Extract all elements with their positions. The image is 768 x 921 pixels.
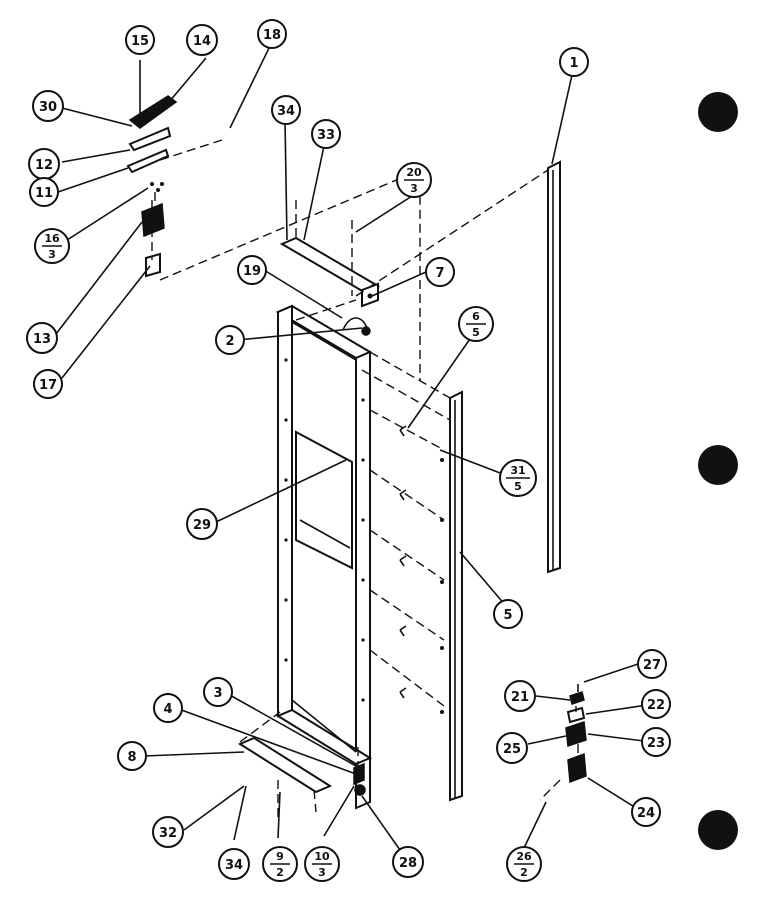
- callout-30: 30: [32, 90, 64, 122]
- callout-23: 23: [641, 727, 671, 757]
- callout-29: 29: [186, 508, 218, 540]
- callout-9-2: 9 2: [262, 846, 298, 882]
- svg-text:4: 4: [163, 702, 172, 717]
- callout-11: 11: [29, 177, 59, 207]
- svg-text:17: 17: [39, 378, 57, 393]
- callout-14: 14: [186, 24, 218, 56]
- svg-text:14: 14: [193, 34, 211, 49]
- callout-17: 17: [33, 369, 63, 399]
- svg-text:3: 3: [48, 248, 56, 261]
- svg-text:16: 16: [44, 232, 60, 245]
- callout-10-3: 10 3: [304, 846, 340, 882]
- svg-text:12: 12: [35, 158, 53, 173]
- part-top-hinge-cap: [126, 60, 178, 278]
- svg-text:2: 2: [276, 866, 284, 879]
- svg-text:33: 33: [317, 128, 335, 143]
- callout-27: 27: [637, 649, 667, 679]
- callout-3: 3: [203, 677, 233, 707]
- svg-text:26: 26: [516, 850, 532, 863]
- punch-hole-middle: [698, 445, 738, 485]
- svg-text:3: 3: [318, 866, 326, 879]
- callout-6-5: 6 5: [458, 306, 494, 342]
- svg-text:1: 1: [569, 56, 578, 71]
- svg-text:3: 3: [410, 182, 418, 195]
- callout-22: 22: [641, 689, 671, 719]
- svg-text:19: 19: [243, 264, 261, 279]
- callout-13: 13: [26, 322, 58, 354]
- svg-text:11: 11: [35, 186, 53, 201]
- svg-text:8: 8: [127, 750, 136, 765]
- callout-20-3: 20 3: [396, 162, 432, 198]
- part-side-strip: [449, 390, 463, 802]
- callout-15: 15: [125, 25, 155, 55]
- callout-32-left: 32: [152, 816, 184, 848]
- svg-text:27: 27: [643, 658, 661, 673]
- svg-text:25: 25: [503, 742, 521, 757]
- part-lower-hinge: [565, 684, 587, 784]
- svg-text:34: 34: [277, 104, 295, 119]
- punch-hole-bottom: [698, 810, 738, 850]
- svg-text:2: 2: [225, 334, 234, 349]
- svg-text:34: 34: [225, 858, 243, 873]
- leader-lines: [55, 45, 655, 851]
- svg-text:24: 24: [637, 806, 655, 821]
- callout-4: 4: [153, 693, 183, 723]
- svg-text:3: 3: [213, 686, 222, 701]
- svg-text:5: 5: [514, 480, 522, 493]
- callout-25: 25: [496, 732, 528, 764]
- callout-1: 1: [559, 47, 589, 77]
- svg-text:15: 15: [131, 34, 149, 49]
- svg-text:31: 31: [510, 464, 525, 477]
- svg-text:22: 22: [647, 698, 665, 713]
- part-door-frame: [275, 304, 373, 810]
- callout-2: 2: [215, 325, 245, 355]
- svg-text:10: 10: [314, 850, 330, 863]
- svg-text:29: 29: [193, 518, 211, 533]
- callout-8: 8: [117, 741, 147, 771]
- svg-text:18: 18: [263, 28, 281, 43]
- callout-18: 18: [257, 19, 287, 49]
- screws: [399, 425, 444, 714]
- svg-text:9: 9: [276, 850, 284, 863]
- svg-text:7: 7: [435, 266, 444, 281]
- callout-16-3: 16 3: [34, 228, 70, 264]
- svg-text:23: 23: [647, 736, 665, 751]
- callout-34-bottom: 34: [218, 848, 250, 880]
- callout-21: 21: [504, 680, 536, 712]
- svg-text:6: 6: [472, 310, 480, 323]
- svg-text:2: 2: [520, 866, 528, 879]
- callout-19: 19: [237, 255, 267, 285]
- svg-text:30: 30: [39, 100, 57, 115]
- callout-5: 5: [493, 599, 523, 629]
- callout-7: 7: [425, 257, 455, 287]
- callout-12: 12: [28, 148, 60, 180]
- svg-text:32: 32: [159, 826, 177, 841]
- part-hinge-pin: [342, 317, 371, 336]
- svg-text:5: 5: [472, 326, 480, 339]
- callout-31-5: 31 5: [499, 459, 537, 497]
- callout-34-top: 34: [271, 95, 301, 125]
- svg-text:21: 21: [511, 690, 529, 705]
- svg-text:20: 20: [406, 166, 422, 179]
- part-top-bracket: [279, 236, 381, 308]
- callout-33: 33: [311, 119, 341, 149]
- callout-26-2: 26 2: [506, 846, 542, 882]
- svg-text:28: 28: [399, 856, 417, 871]
- callout-24: 24: [631, 797, 661, 827]
- callout-28: 28: [392, 846, 424, 878]
- part-bottom-bracket: [237, 736, 366, 796]
- callouts: 15 14 18 30 12 11 16 3 13: [26, 19, 671, 882]
- part-gasket-strip: [547, 160, 561, 574]
- svg-text:13: 13: [33, 332, 51, 347]
- punch-hole-top: [698, 92, 738, 132]
- svg-text:5: 5: [503, 608, 512, 623]
